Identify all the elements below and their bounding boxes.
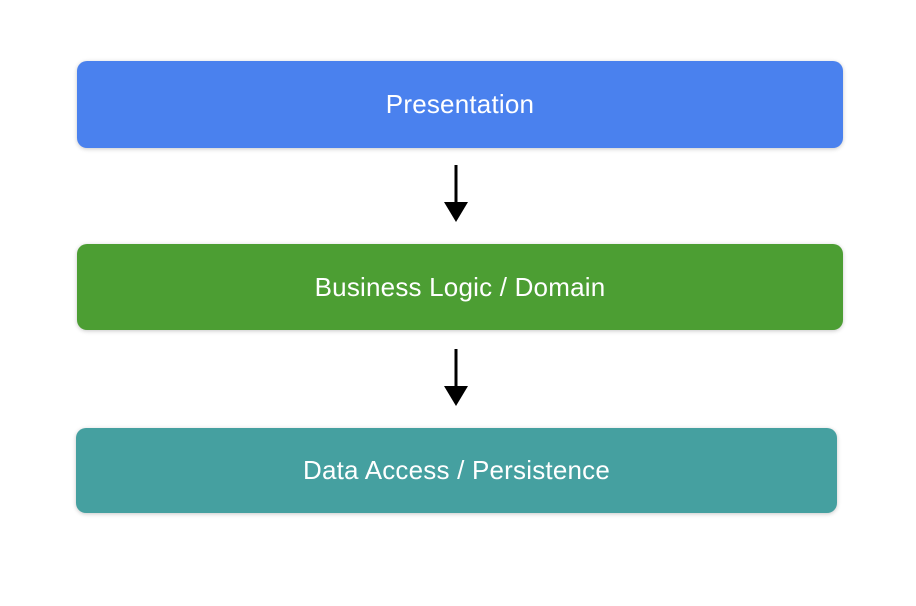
down-arrow-icon xyxy=(444,349,468,406)
layer-box-business-logic: Business Logic / Domain xyxy=(77,244,843,330)
layer-label-data-access: Data Access / Persistence xyxy=(302,455,611,485)
layer-label-business-logic: Business Logic / Domain xyxy=(314,271,606,302)
layer-label-presentation: Presentation xyxy=(385,89,535,119)
layer-box-data-access: Data Access / Persistence xyxy=(76,428,837,513)
down-arrow-icon xyxy=(444,165,468,222)
layer-box-presentation: Presentation xyxy=(77,61,843,148)
